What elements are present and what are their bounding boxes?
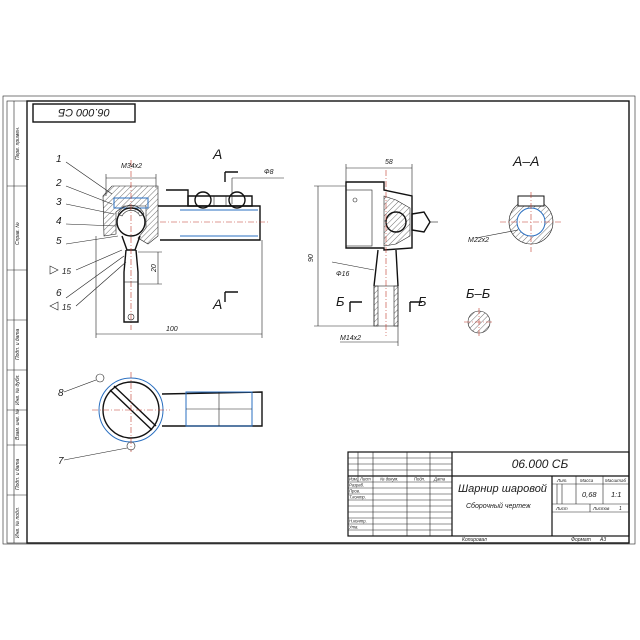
callout-2: 2 — [55, 178, 62, 189]
strip-label: Инв. № подл. — [15, 507, 21, 538]
dim-dia16: Ф16 — [336, 271, 349, 278]
tb-mass-label: Масса — [580, 478, 594, 483]
dim-20: 20 — [151, 264, 158, 273]
section-a-a: А–А М22х2 — [468, 153, 562, 252]
cut-label-a-top: А — [212, 146, 222, 162]
dim-dia8: Ф8 — [264, 169, 274, 176]
tb-mass-value: 0,68 — [582, 490, 597, 499]
tb-role: Н.контр. — [349, 519, 367, 524]
section-aa-title: А–А — [512, 153, 539, 169]
callout-5: 5 — [56, 236, 62, 247]
svg-text:06.000 СБ: 06.000 СБ — [58, 106, 110, 118]
taper-15b: 15 — [62, 303, 71, 312]
strip-label: Взам. инв. № — [15, 408, 21, 440]
cut-label-b-left: Б — [336, 294, 345, 309]
tb-designation: 06.000 СБ — [512, 457, 569, 471]
callout-8: 8 — [58, 388, 64, 399]
taper-15a: 15 — [62, 267, 71, 276]
callout-1: 1 — [56, 154, 62, 165]
left-strip: Перв. примен. Справ. № Подп. и дата Инв.… — [6, 100, 28, 544]
callout-3: 3 — [56, 197, 62, 208]
footer-format-value: А3 — [599, 537, 606, 543]
tb-col-izm: Изм. — [349, 477, 358, 482]
dim-90: 90 — [308, 254, 315, 262]
footer-copied: Копировал — [462, 537, 487, 543]
tb-col-docnum: № докум. — [380, 477, 398, 482]
dim-m14: М14х2 — [340, 335, 361, 342]
sheet-outer-border — [2, 95, 636, 545]
tb-col-date: Дата — [433, 477, 446, 482]
rotated-stamp: 06.000 СБ — [32, 103, 136, 123]
tb-col-list: Лист — [359, 477, 371, 482]
strip-label: Перв. примен. — [15, 127, 21, 160]
cut-label-a-bottom: А — [212, 296, 222, 312]
callout-7: 7 — [58, 456, 64, 467]
tb-role: Разраб. — [349, 483, 364, 488]
dim-58: 58 — [385, 159, 393, 166]
section-bb-title: Б–Б — [466, 286, 491, 301]
tb-doc-type: Сборочный чертеж — [466, 502, 532, 510]
callout-6: 6 — [56, 288, 62, 299]
strip-label: Подп. и дата — [15, 328, 21, 360]
tb-sheet-label: Лист — [555, 506, 568, 511]
section-b-b: Б–Б — [464, 286, 494, 336]
dim-m34: М34х2 — [121, 163, 142, 170]
tb-sheets-label: Листов — [592, 506, 610, 511]
tb-col-sign: Подп. — [414, 477, 425, 482]
title-block[interactable]: Изм. Лист № докум. Подп. Дата Разраб. Пр… — [347, 451, 630, 537]
tb-scale-label: Масштаб — [605, 478, 626, 483]
side-view: 58 90 Ф16 М14х2 Б Б — [308, 159, 438, 346]
tb-role: Т.контр. — [349, 495, 366, 500]
strip-label: Подп. и дата — [15, 458, 21, 490]
strip-label: Инв. № дубл. — [15, 374, 21, 405]
top-view: 8 7 — [58, 372, 263, 467]
strip-label: Справ. № — [15, 222, 21, 245]
tb-scale-value: 1:1 — [611, 490, 621, 499]
tb-lit-label: Лит. — [556, 478, 568, 483]
callout-4: 4 — [56, 216, 62, 227]
cut-label-b-right: Б — [418, 294, 427, 309]
tb-role: Пров. — [349, 489, 360, 494]
tb-sheets-value: 1 — [619, 506, 622, 512]
tb-product-name: Шарнир шаровой — [458, 483, 547, 495]
footer-format-label: Формат — [571, 537, 591, 543]
tb-role: Утв. — [349, 525, 359, 530]
dim-100: 100 — [166, 326, 178, 333]
dim-m22: М22х2 — [468, 237, 489, 244]
front-view: А А М34х2 100 20 Ф8 1 2 3 4 5 — [49, 146, 284, 338]
